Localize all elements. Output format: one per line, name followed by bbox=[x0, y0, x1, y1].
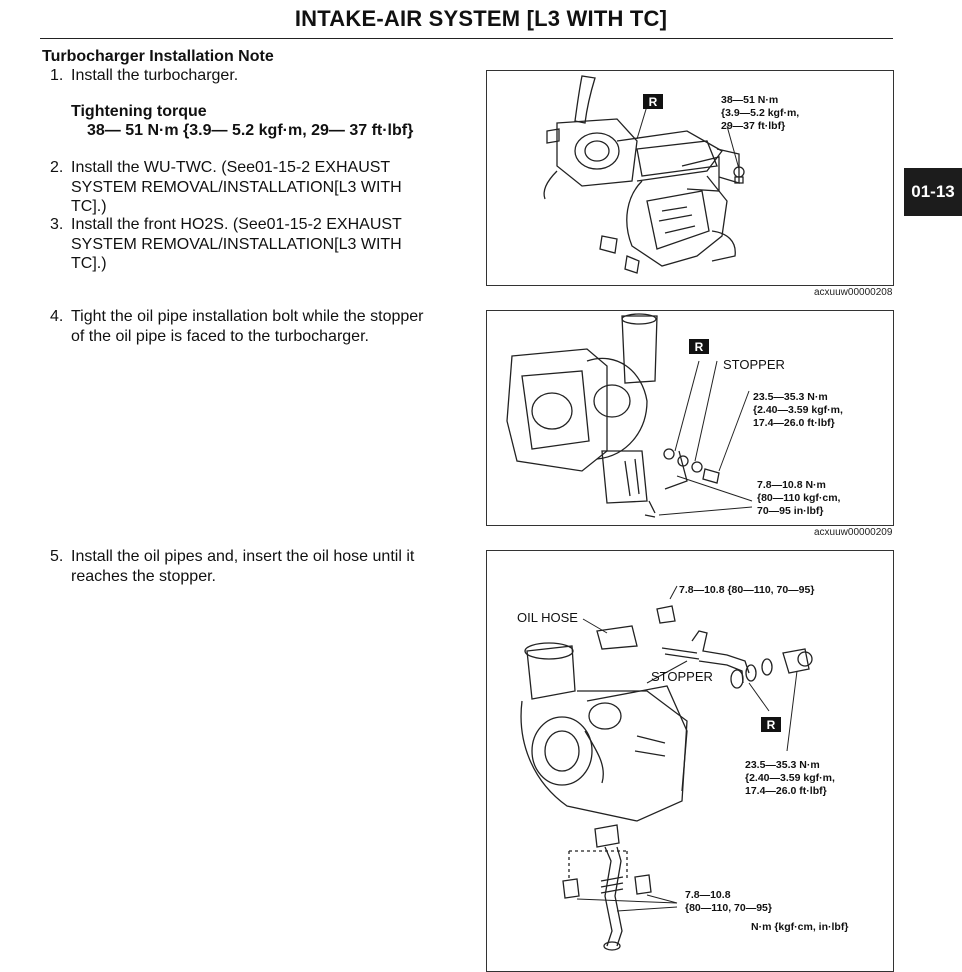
section-heading: Turbocharger Installation Note bbox=[42, 48, 274, 65]
torque-callout: 23.5—35.3 N·m {2.40—3.59 kgf·m, 17.4—26.… bbox=[745, 759, 835, 797]
step-number: 2. bbox=[50, 159, 64, 176]
step-text: Install the front HO2S. (See01-15-2 EXHA… bbox=[71, 216, 402, 272]
step-number: 3. bbox=[50, 216, 64, 233]
step-text: Install the WU-TWC. (See01-15-2 EXHAUST … bbox=[71, 159, 402, 215]
figure-oil-pipe-stopper: R STOPPER 23.5—35.3 N·m {2.40—3.59 kgf·m… bbox=[486, 310, 894, 526]
stopper-label: STOPPER bbox=[723, 357, 785, 372]
step-number: 5. bbox=[50, 548, 64, 565]
torque-callout: 38—51 N·m {3.9—5.2 kgf·m, 29—37 ft·lbf} bbox=[721, 94, 800, 132]
page-title: INTAKE-AIR SYSTEM [L3 WITH TC] bbox=[294, 6, 668, 31]
torque-callout: 23.5—35.3 N·m {2.40—3.59 kgf·m, 17.4—26.… bbox=[753, 391, 843, 429]
oil-pipe-drawing bbox=[506, 313, 753, 518]
step-number: 4. bbox=[50, 308, 64, 325]
step-text: Install the turbocharger. bbox=[71, 67, 239, 84]
torque-value: 38— 51 N·m {3.9— 5.2 kgf·m, 29— 37 ft·lb… bbox=[87, 122, 414, 139]
replace-part-badge: R bbox=[643, 94, 663, 109]
figure-turbocharger-bracket: R 38—51 N·m {3.9—5.2 kgf·m, 29—37 ft·lbf… bbox=[486, 70, 894, 286]
section-tab: 01-13 bbox=[904, 168, 962, 216]
turbocharger-drawing bbox=[543, 75, 745, 274]
torque-callout: 7.8—10.8 {80—110, 70—95} bbox=[679, 584, 815, 596]
step-number: 1. bbox=[50, 67, 64, 84]
replace-part-badge: R bbox=[761, 717, 781, 732]
torque-label: Tightening torque bbox=[71, 103, 207, 120]
stopper-label: STOPPER bbox=[651, 669, 713, 684]
figure-caption: acxuuw00000208 bbox=[814, 287, 893, 298]
torque-callout: 7.8—10.8 {80—110, 70—95} bbox=[685, 889, 772, 914]
title-divider bbox=[40, 38, 893, 39]
units-note: N·m {kgf·cm, in·lbf} bbox=[751, 921, 849, 933]
oil-hose-label: OIL HOSE bbox=[517, 610, 578, 625]
step-text: Install the oil pipes and, insert the oi… bbox=[71, 548, 415, 585]
replace-part-badge: R bbox=[689, 339, 709, 354]
step-text: Tight the oil pipe installation bolt whi… bbox=[71, 308, 424, 345]
figure-oil-hose: 7.8—10.8 {80—110, 70—95} OIL HOSE STOPPE… bbox=[486, 550, 894, 972]
figure-caption: acxuuw00000209 bbox=[814, 527, 893, 538]
oil-hose-drawing bbox=[520, 585, 813, 951]
torque-callout: 7.8—10.8 N·m {80—110 kgf·cm, 70—95 in·lb… bbox=[757, 479, 841, 517]
